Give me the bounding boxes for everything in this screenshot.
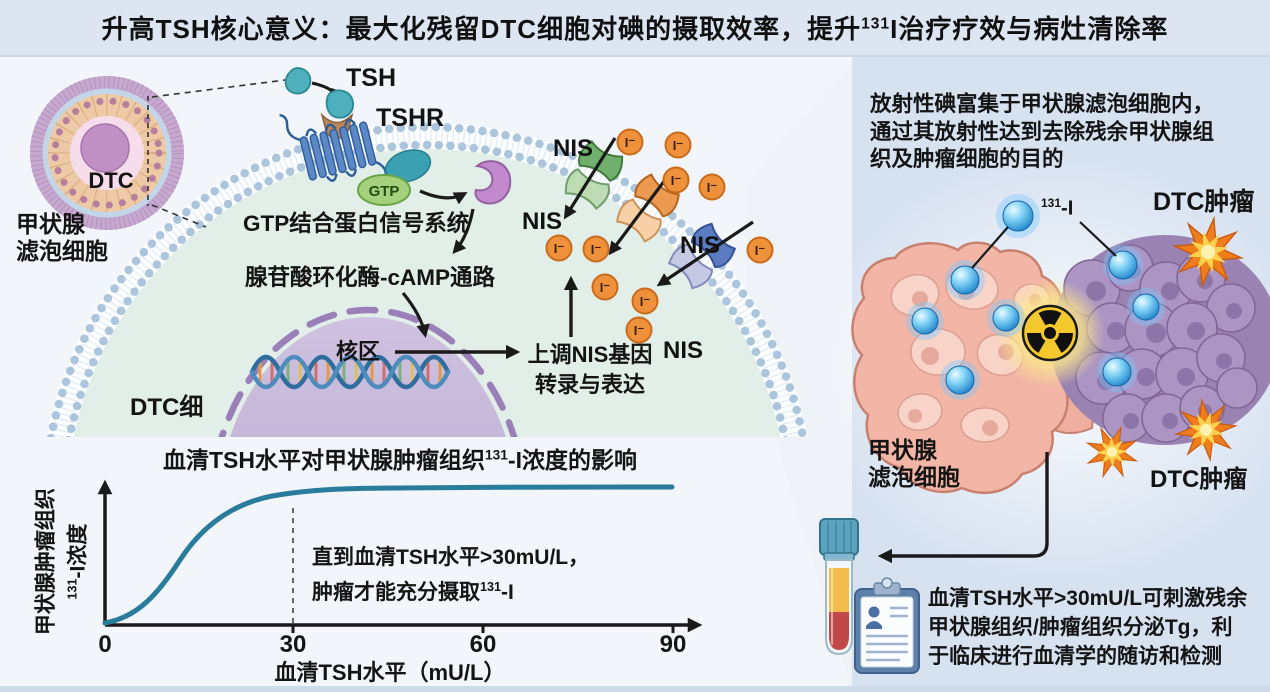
x-tick-label-30: 30 — [280, 631, 307, 658]
membrane-outer-beads — [46, 122, 808, 437]
iodide-ion: I⁻ — [616, 128, 644, 156]
svg-text:I⁻: I⁻ — [625, 135, 636, 150]
dna-icon — [249, 354, 451, 390]
iodide-ion: I⁻ — [591, 273, 619, 301]
gtp-pathway-text: GTP结合蛋白信号系统 — [243, 211, 470, 236]
nis-label-2: NIS — [522, 208, 562, 235]
iodide-ion: I⁻ — [582, 235, 610, 263]
zoom-connector-top — [151, 79, 286, 98]
zoom-connector-bottom — [151, 204, 207, 228]
title-isotope-sup: 131 — [861, 15, 891, 33]
chart-y-axis-label-1: 甲状腺肿瘤组织 — [34, 488, 58, 636]
svg-text:I⁻: I⁻ — [634, 323, 645, 338]
chart-x-axis-label: 血清TSH水平（mU/L） — [274, 660, 506, 685]
page-title: 升高TSH核心意义：最大化残留DTC细胞对碘的摄取效率，提升131I治疗疗效与病… — [101, 14, 1169, 44]
iodine-sphere-icon — [906, 302, 944, 340]
iodide-uptake-arrow-orange — [608, 171, 673, 256]
camp-to-nucleus-arrow — [401, 291, 430, 338]
membrane-band — [47, 123, 807, 437]
svg-text:I⁻: I⁻ — [591, 242, 602, 257]
dtc-cell — [46, 122, 808, 437]
chart-title: 血清TSH水平对甲状腺肿瘤组织131-I浓度的影响 — [162, 447, 638, 473]
thyroid-caption: 甲状腺 滤泡细胞 — [868, 437, 960, 490]
enzyme-to-camp-arrow — [452, 208, 475, 255]
x-tick-label-60: 60 — [470, 631, 497, 658]
follicle-caption: 甲状腺 滤泡细胞 — [16, 211, 108, 264]
isotope-sphere-label: 131-I — [1041, 196, 1074, 220]
chart-curve — [102, 484, 675, 626]
follicle-icon: DTC — [30, 76, 286, 230]
isotope-pointer-line-right — [1079, 221, 1117, 257]
g-protein-icon — [384, 149, 432, 183]
serology-note: 血清TSH水平>30mU/L可刺激残余 甲状腺组织/肿瘤组织分泌Tg，利 于临床… — [928, 587, 1248, 668]
iodine-sphere-icon — [945, 260, 985, 300]
svg-text:I⁻: I⁻ — [554, 241, 565, 256]
nucleus-region-label: 核区 — [336, 339, 381, 364]
tshr-label: TSHR — [376, 104, 445, 132]
x-tick-label-0: 0 — [98, 631, 111, 658]
starburst-icon — [1170, 394, 1242, 466]
starburst-icon — [1077, 417, 1147, 487]
iodide-ion: I⁻ — [698, 173, 726, 201]
iodide-ions: I⁻ I⁻ I⁻ I⁻ I⁻ I⁻ I⁻ I⁻ I⁻ I⁻ — [545, 128, 774, 344]
nis-label-4: NIS — [663, 337, 703, 364]
svg-text:I⁻: I⁻ — [640, 294, 651, 309]
tsh-label: TSH — [346, 64, 396, 92]
nis-upregulation-text: 上调NIS基因 转录与表达 — [527, 342, 653, 397]
iodine-sphere-icon — [1127, 288, 1165, 326]
chart-annotation: 直到血清TSH水平>30mU/L， 肿瘤才能充分摄取131-I — [312, 546, 590, 604]
iodine-sphere-icon — [1097, 352, 1137, 392]
iodide-ion: I⁻ — [625, 316, 653, 344]
iodide-ion: I⁻ — [545, 234, 573, 262]
follicle-center-label: DTC — [88, 168, 133, 193]
svg-text:I⁻: I⁻ — [600, 280, 611, 295]
membrane-inner-beads — [65, 140, 789, 437]
adenylyl-cyclase-icon — [474, 160, 512, 205]
dtc-tumor-icon — [1050, 235, 1270, 445]
chart-y-axis-label-2: 131-I浓度 — [65, 523, 90, 600]
dtc-tumor-label-bottom: DTC肿瘤 — [1150, 466, 1248, 493]
iodide-ion: I⁻ — [664, 131, 692, 159]
gtp-icon: GTP — [357, 174, 411, 206]
nis-label-3: NIS — [680, 232, 720, 259]
iodide-ion: I⁻ — [662, 166, 690, 194]
starburst-icon — [1166, 210, 1250, 294]
iodine-sphere-icon — [987, 299, 1025, 337]
iodine-sphere-icon — [1103, 245, 1143, 285]
iodine-sphere-icon — [996, 194, 1040, 238]
isotope-pointer-line-left — [971, 226, 1009, 269]
dtc-tumor-label-top: DTC肿瘤 — [1153, 188, 1255, 216]
title-bar: 升高TSH核心意义：最大化残留DTC细胞对碘的摄取效率，提升131I治疗疗效与病… — [0, 0, 1270, 57]
bottom-border — [0, 686, 1270, 692]
nis-transporter-orange-icon — [616, 173, 680, 243]
blood-tube-icon — [819, 518, 859, 656]
tshr-icon — [279, 89, 388, 182]
rp-description: 放射性碘富集于甲状腺滤泡细胞内， 通过其放射性达到去除残余甲状腺组 织及肿瘤细胞… — [870, 92, 1215, 171]
gtp-to-enzyme-arrow — [419, 189, 468, 205]
tsh-uptake-chart: 0 30 60 90 — [97, 479, 703, 658]
camp-pathway-text: 腺苷酸环化酶-cAMP通路 — [245, 265, 496, 290]
cell-cytoplasm — [72, 148, 782, 437]
iodide-uptake-arrow-blue — [656, 220, 754, 287]
svg-text:I⁻: I⁻ — [707, 180, 718, 195]
dtc-cell-label: DTC细 — [130, 394, 204, 421]
iodine-sphere-icon — [940, 360, 980, 400]
thyroid-to-tube-arrow — [877, 452, 1049, 564]
iodide-ion: I⁻ — [746, 236, 774, 264]
x-tick-label-90: 90 — [660, 631, 687, 658]
nis-label-1: NIS — [553, 135, 593, 162]
iodide-uptake-arrow-green — [563, 137, 617, 220]
svg-text:I⁻: I⁻ — [755, 243, 766, 258]
clipboard-icon — [854, 577, 920, 674]
iodine-spheres — [906, 194, 1165, 400]
nis-transporter-blue-icon — [667, 222, 737, 290]
iodide-ion: I⁻ — [631, 287, 659, 315]
svg-text:I⁻: I⁻ — [673, 138, 684, 153]
svg-text:I⁻: I⁻ — [671, 173, 682, 188]
tsh-icon — [284, 67, 312, 95]
gtp-text: GTP — [369, 183, 400, 200]
radiation-icon — [995, 278, 1105, 388]
